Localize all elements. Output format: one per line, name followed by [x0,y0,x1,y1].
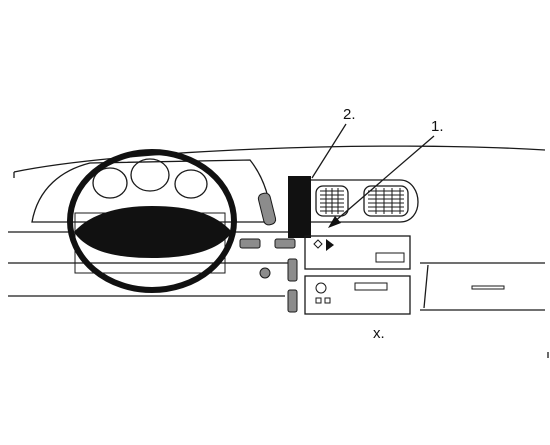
glovebox-left-edge [423,264,429,309]
diamond-button-icon [313,239,323,249]
radio-button-b [324,297,331,304]
note-label-x: x. [373,325,385,342]
console-panel-lower [304,275,411,315]
mount-bracket [288,176,311,238]
knob-small [259,267,271,279]
switch-vertical-lower [287,289,298,313]
vent-right-slats [368,188,404,214]
steering-wheel-hub [74,206,232,258]
vent-surround [311,179,419,223]
console-panel-upper [304,235,411,270]
glovebox-handle [471,285,505,290]
dashboard-top-edge [13,145,546,173]
leader-line-2 [311,123,347,179]
vent-left [315,185,349,217]
switch-vertical-upper [287,258,298,282]
steering-wheel-rim [67,149,237,293]
callout-label-2: 2. [343,106,356,123]
vent-right [363,185,409,217]
switch-left [239,238,261,249]
arrow-button-icon [326,239,334,251]
gauge-center [130,158,170,192]
radio-display [354,282,388,291]
switch-right [274,238,296,249]
callout-label-1: 1. [431,118,444,135]
radio-button-a [315,297,322,304]
gauge-right [174,169,208,199]
radio-knob [315,282,327,294]
gauge-left [92,167,128,199]
leader-line-1-arrowhead [328,216,341,228]
wiper-stalk [257,192,277,226]
vent-left-slats [320,188,344,214]
leader-line-1 [333,135,435,223]
console-display-upper [375,252,405,263]
